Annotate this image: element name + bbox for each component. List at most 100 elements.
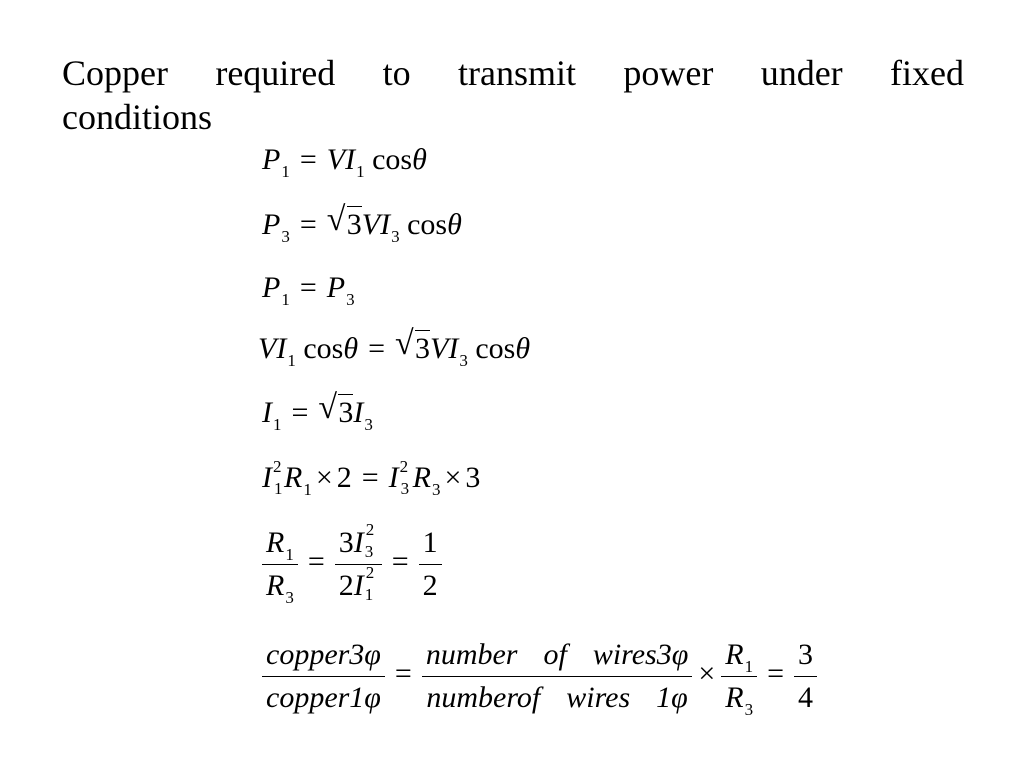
- denominator: 4: [798, 681, 813, 714]
- fraction-bar: [262, 676, 385, 677]
- fraction-bar: [262, 564, 298, 565]
- equals-sign: =: [307, 545, 325, 579]
- fraction-bar: [421, 676, 693, 677]
- subscript: 1: [273, 415, 282, 434]
- current-symbol: I: [262, 461, 272, 494]
- sqrt-expression: √3: [395, 326, 430, 367]
- sqrt-argument: 3: [415, 330, 430, 365]
- number: 2: [336, 461, 352, 494]
- subscript: 1: [281, 162, 290, 181]
- theta-symbol: θ: [447, 208, 462, 241]
- denominator-word: 1φ: [656, 681, 688, 714]
- equals-sign: =: [767, 657, 784, 691]
- title-word: Copper: [62, 53, 168, 93]
- denominator: 2: [422, 569, 438, 602]
- voltage-current-symbol: VI: [430, 332, 459, 365]
- coefficient: 3: [338, 526, 354, 559]
- subscript: 3: [364, 415, 373, 434]
- resistance-symbol: R: [284, 461, 303, 494]
- voltage-current-symbol: VI: [258, 332, 287, 365]
- resistance-symbol: R: [266, 526, 285, 559]
- denominator-word: wires: [566, 681, 631, 714]
- sqrt-expression: √3: [327, 202, 362, 243]
- slide-title: Copper required to transmit power under …: [62, 51, 964, 139]
- fraction-r1-r3: R1 R3: [262, 522, 298, 607]
- equals-sign: =: [299, 208, 317, 241]
- equation-4: VI1 cosθ=√3VI3 cosθ: [258, 326, 531, 370]
- power-symbol: P: [262, 271, 281, 304]
- title-line-1: Copper required to transmit power under …: [62, 51, 964, 95]
- sqrt-icon: √: [318, 389, 338, 426]
- title-word: to: [382, 53, 411, 93]
- fraction-bar: [721, 676, 758, 677]
- times-sign: ×: [698, 657, 716, 691]
- theta-symbol: θ: [343, 332, 359, 365]
- numerator-word: number: [425, 638, 518, 671]
- numerator: 3: [798, 638, 813, 671]
- equals-sign: =: [361, 461, 379, 494]
- equals-sign: =: [299, 143, 317, 176]
- fraction-copper-ratio: copper3φ copper1φ: [262, 634, 385, 719]
- current-symbol: I: [353, 569, 364, 602]
- current-symbol: I: [353, 396, 364, 429]
- power-symbol: P: [326, 271, 346, 304]
- current-symbol: I: [388, 461, 399, 494]
- equation-3: P1=P3: [262, 270, 355, 309]
- sqrt-argument: 3: [346, 206, 362, 241]
- equation-1: P1=VI1 cosθ: [262, 142, 427, 181]
- equals-sign: =: [291, 396, 309, 429]
- current-symbol: I: [353, 526, 364, 559]
- subscript: 1: [303, 480, 312, 499]
- subscript: 3: [285, 588, 294, 607]
- sqrt-icon: √: [326, 201, 346, 238]
- equals-sign: =: [299, 271, 317, 304]
- numerator-word: of: [543, 638, 567, 671]
- equation-5: I1=√3I3: [262, 390, 373, 434]
- numerator: 1: [422, 526, 438, 559]
- resistance-symbol: R: [725, 638, 744, 671]
- subscript: 1: [287, 351, 296, 370]
- equation-2: P3=√3VI3 cosθ: [262, 202, 462, 246]
- title-word: transmit: [458, 53, 576, 93]
- denominator: copper1φ: [266, 681, 381, 714]
- subscript: 3: [744, 700, 754, 719]
- equals-sign: =: [391, 545, 409, 579]
- times-sign: ×: [315, 461, 333, 494]
- title-word: fixed: [890, 53, 964, 93]
- sqrt-expression: √3: [318, 390, 354, 431]
- current-symbol: I: [262, 396, 272, 429]
- subscript: 1: [285, 545, 294, 564]
- times-sign: ×: [444, 461, 462, 494]
- fraction-one-half: 1 2: [418, 522, 442, 607]
- cos-function: cos: [407, 208, 448, 241]
- power-symbol: P: [262, 143, 281, 176]
- sqrt-icon: √: [395, 325, 414, 362]
- number: 3: [465, 461, 481, 494]
- power-symbol: P: [262, 208, 281, 241]
- title-word: required: [215, 53, 336, 93]
- subscript: 1: [356, 162, 365, 181]
- cos-function: cos: [372, 143, 413, 176]
- resistance-symbol: R: [266, 569, 285, 602]
- subscript: 1: [281, 290, 290, 309]
- resistance-symbol: R: [412, 461, 431, 494]
- title-word: under: [760, 53, 843, 93]
- subscript: 3: [391, 227, 400, 246]
- equals-sign: =: [368, 332, 385, 365]
- fraction-r1-r3: R1 R3: [721, 634, 758, 719]
- coefficient: 2: [338, 569, 354, 602]
- cos-function: cos: [303, 332, 344, 365]
- subscript: 1: [744, 657, 754, 676]
- fraction-bar: [418, 564, 442, 565]
- theta-symbol: θ: [412, 143, 427, 176]
- fraction-three-quarters: 3 4: [794, 634, 817, 719]
- denominator-word: numberof: [426, 681, 541, 714]
- title-word: power: [623, 53, 714, 93]
- theta-symbol: θ: [515, 332, 531, 365]
- title-line-2: conditions: [62, 97, 212, 137]
